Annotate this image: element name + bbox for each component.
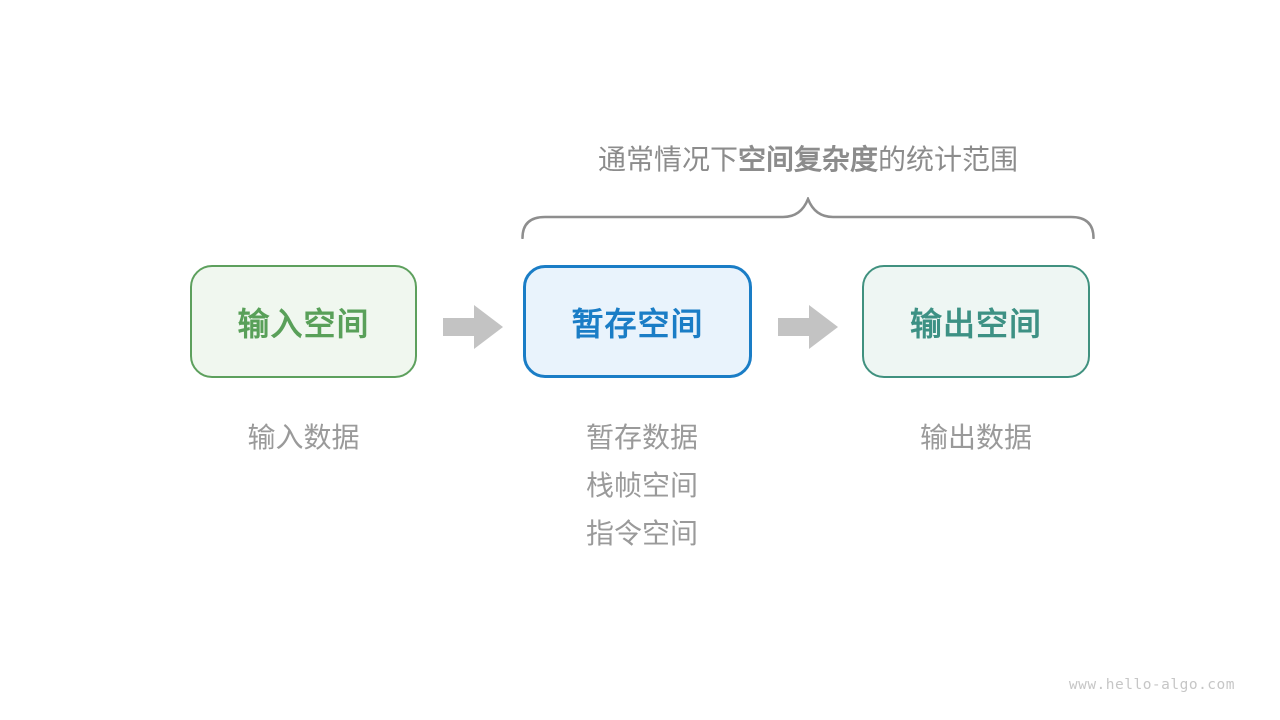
temp-annotations: 暂存数据 栈帧空间 指令空间 <box>586 414 698 558</box>
box-temp-space: 暂存空间 <box>523 265 752 378</box>
curly-brace <box>521 197 1095 239</box>
title-prefix: 通常情况下 <box>597 144 738 175</box>
diagram-title: 通常情况下空间复杂度的统计范围 <box>523 144 1093 176</box>
site-watermark: www.hello-algo.com <box>1068 677 1235 693</box>
output-annotations: 输出数据 <box>862 414 1090 462</box>
annotation-input-data: 输入数据 <box>247 422 360 453</box>
box-input-space-label: 输入空间 <box>237 305 370 342</box>
right-arrow-icon <box>778 305 838 349</box>
annotation-temp-data: 暂存数据 <box>586 422 699 453</box>
title-bold-term: 空间复杂度 <box>737 144 878 175</box>
right-arrow-icon <box>443 305 503 349</box>
title-suffix: 的统计范围 <box>878 144 1019 175</box>
box-output-space-label: 输出空间 <box>909 305 1042 342</box>
annotation-instruction-space: 指令空间 <box>586 518 699 549</box>
annotation-output-data: 输出数据 <box>919 422 1032 453</box>
input-annotations: 输入数据 <box>190 414 417 462</box>
annotation-stack-frame-space: 栈帧空间 <box>586 470 699 501</box>
box-temp-space-label: 暂存空间 <box>571 305 704 342</box>
box-output-space: 输出空间 <box>862 265 1090 378</box>
box-input-space: 输入空间 <box>190 265 417 378</box>
